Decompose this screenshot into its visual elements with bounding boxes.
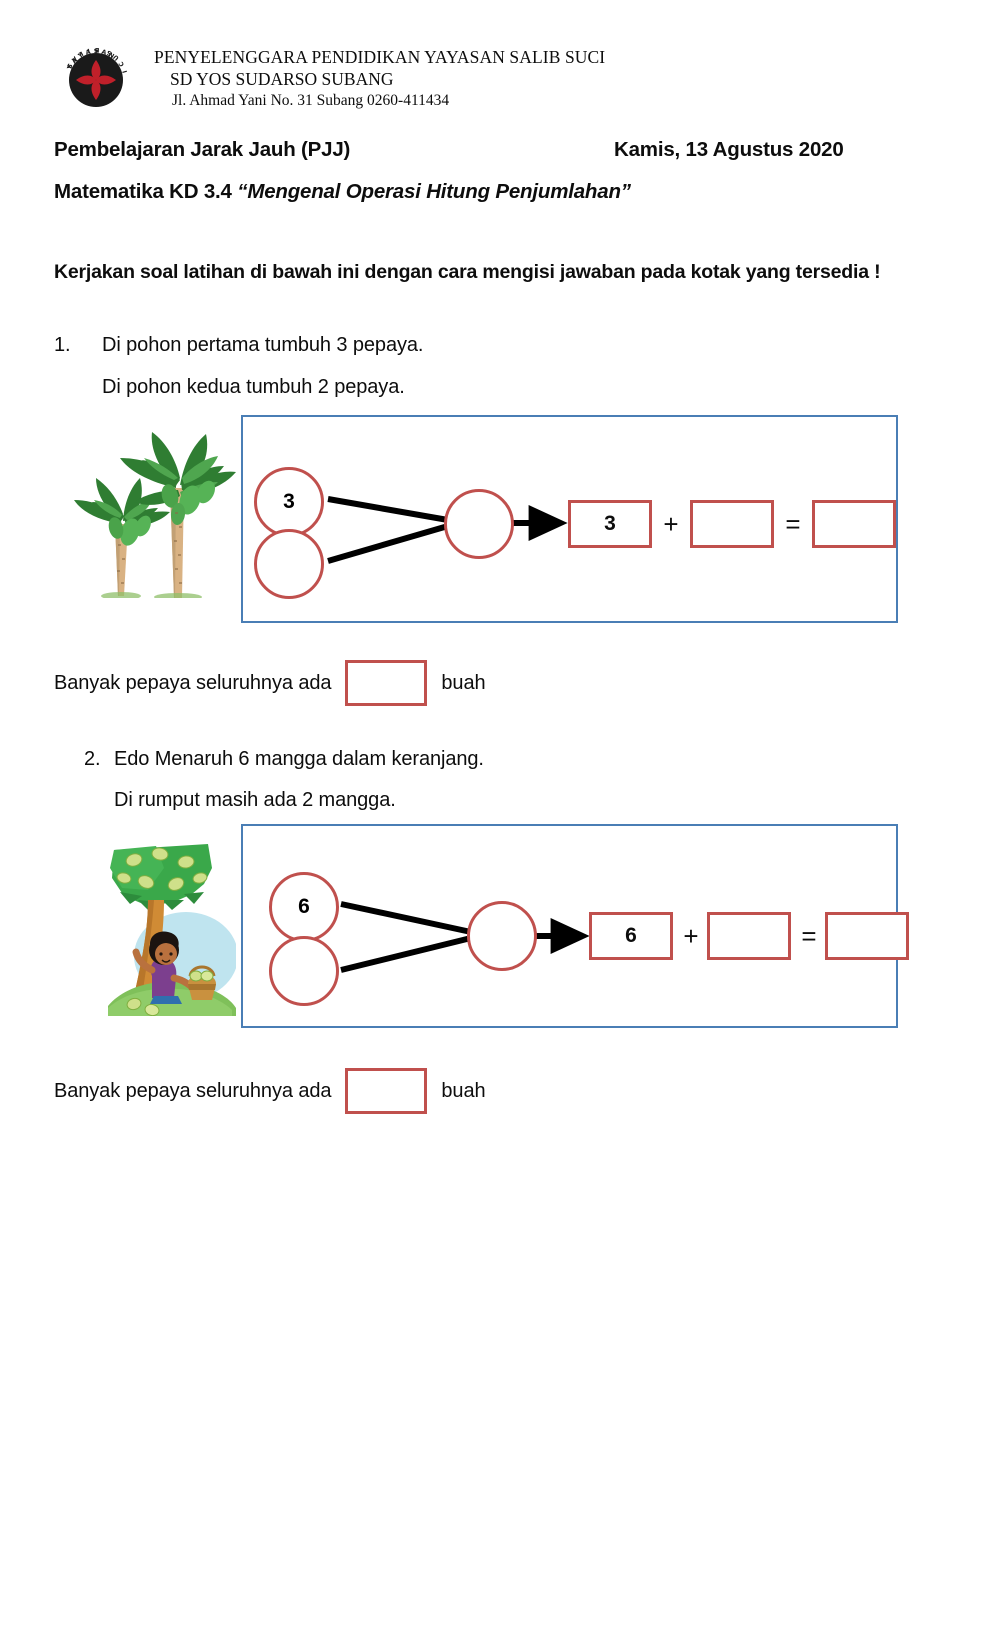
svg-text:N: N (107, 51, 115, 60)
school-address: Jl. Ahmad Yani No. 31 Subang 0260-411434 (172, 91, 450, 109)
question-1-answer-suffix: buah (441, 671, 486, 694)
svg-text:A: A (85, 49, 92, 57)
question-2-answer-suffix: buah (441, 1079, 486, 1102)
question-2-first-operand-value: 6 (625, 924, 637, 947)
question-2-answer-prefix: Banyak pepaya seluruhnya ada (54, 1079, 332, 1102)
svg-text:S: S (65, 62, 73, 69)
question-1-addend-bottom-circle[interactable] (254, 529, 324, 599)
question-1-text-1: Di pohon pertama tumbuh 3 pepaya. (102, 334, 424, 356)
svg-text:S: S (94, 48, 98, 55)
question-1-line-1: 1. Di pohon pertama tumbuh 3 pepaya. (54, 334, 423, 357)
svg-text:I: I (87, 47, 91, 54)
yayasan-salib-suci-crest-icon: Y A Y A S A N S A L I B S U C I (60, 44, 132, 116)
question-1-result-box[interactable] (812, 500, 896, 548)
question-2-line-1: 2. Edo Menaruh 6 mangga dalam keranjang. (84, 748, 484, 771)
question-2-answer-line: Banyak pepaya seluruhnya ada buah (54, 1068, 486, 1114)
fruit-basket (188, 965, 216, 1000)
question-2-result-box[interactable] (825, 912, 909, 960)
title-row-subject: Matematika KD 3.4 “Mengenal Operasi Hitu… (54, 180, 934, 204)
svg-text:Y: Y (66, 63, 75, 71)
question-1-first-operand-value: 3 (604, 512, 616, 535)
mango-tree-child-illustration (108, 838, 238, 1017)
svg-text:S: S (106, 48, 113, 56)
svg-text:A: A (70, 55, 79, 63)
question-2-answer-box[interactable] (345, 1068, 428, 1114)
question-2-addend-top-value: 6 (298, 895, 310, 918)
kd-title-quote: “Mengenal Operasi Hitung Penjumlahan” (237, 180, 631, 203)
question-1-answer-box[interactable] (345, 660, 428, 706)
question-1-addend-top-value: 3 (283, 490, 295, 513)
connector-line-bottom (327, 523, 449, 564)
svg-text:L: L (77, 50, 84, 58)
papaya-trees-illustration (58, 420, 236, 601)
svg-text:U: U (112, 53, 120, 62)
svg-text:A: A (101, 49, 108, 57)
question-2-line-2: Di rumput masih ada 2 mangga. (114, 789, 396, 811)
question-1-equals-operator: = (785, 508, 801, 539)
question-2-addend-top-circle[interactable]: 6 (269, 872, 339, 942)
svg-text:A: A (71, 57, 80, 65)
program-title: Pembelajaran Jarak Jauh (PJJ) (54, 138, 351, 161)
question-2-plus-operator: + (683, 920, 699, 951)
connector-line-top (340, 901, 472, 935)
question-2-diagram-panel: 6 6 + = (241, 824, 909, 1028)
question-1-first-operand-box[interactable]: 3 (568, 500, 652, 548)
question-2-second-operand-box[interactable] (707, 912, 791, 960)
question-1-plus-operator: + (663, 508, 679, 539)
fallen-mangoes (126, 997, 160, 1017)
connector-line-top (327, 496, 449, 523)
svg-text:Y: Y (76, 51, 85, 60)
subject-kd-label: Matematika KD 3.4 (54, 180, 238, 203)
question-1-number: 1. (54, 334, 71, 356)
question-1-merge-circle[interactable] (444, 489, 514, 559)
question-1-second-operand-box[interactable] (690, 500, 774, 548)
question-1-line-2: Di pohon kedua tumbuh 2 pepaya. (102, 376, 405, 398)
letterhead: Y A Y A S A N S A L I B S U C I PENYELEN… (60, 42, 940, 132)
connector-line-bottom (340, 935, 472, 973)
institution-name: PENYELENGGARA PENDIDIKAN YAYASAN SALIB S… (154, 47, 606, 67)
school-name: SD YOS SUDARSO SUBANG (170, 69, 394, 90)
svg-text:B: B (94, 46, 99, 53)
question-1-addend-top-circle[interactable]: 3 (254, 467, 324, 537)
question-1-diagram-panel: 3 3 + = (241, 415, 898, 623)
question-1-answer-prefix: Banyak pepaya seluruhnya ada (54, 671, 332, 694)
instruction-text: Kerjakan soal latihan di bawah ini denga… (54, 261, 881, 283)
question-2-number: 2. (84, 748, 101, 770)
question-2-addend-bottom-circle[interactable] (269, 936, 339, 1006)
question-1-answer-line: Banyak pepaya seluruhnya ada buah (54, 660, 486, 706)
question-2-merge-circle[interactable] (467, 901, 537, 971)
svg-text:I: I (122, 70, 129, 74)
question-2-first-operand-box[interactable]: 6 (589, 912, 673, 960)
lesson-date: Kamis, 13 Agustus 2020 (614, 138, 844, 161)
title-row-program-date: Pembelajaran Jarak Jauh (PJJ) Kamis, 13 … (54, 138, 934, 162)
question-2-text-1: Edo Menaruh 6 mangga dalam keranjang. (114, 748, 484, 770)
letterhead-text: PENYELENGGARA PENDIDIKAN YAYASAN SALIB S… (154, 42, 605, 111)
question-2-equals-operator: = (801, 920, 817, 951)
svg-text:C: C (117, 60, 126, 68)
